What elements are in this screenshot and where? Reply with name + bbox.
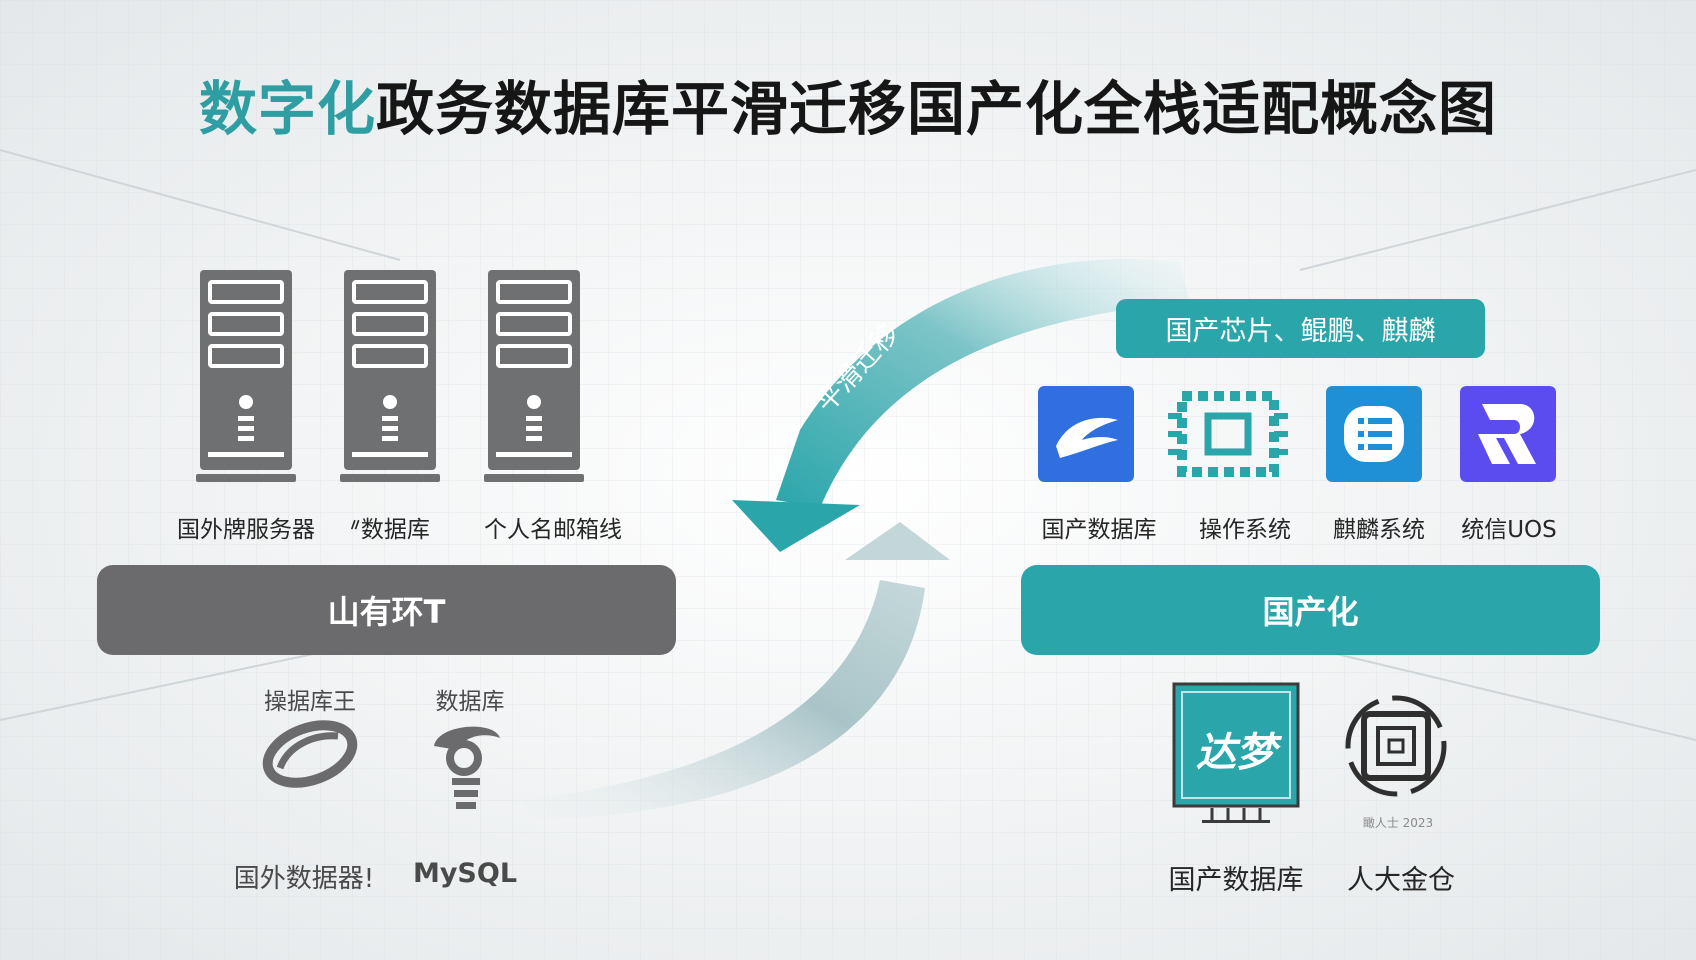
server-label: 个人名邮箱线	[484, 517, 622, 543]
tile-label: 国产数据库	[1041, 517, 1157, 543]
server-icon	[484, 270, 584, 482]
server-label: ᐥ数据库	[350, 517, 430, 543]
server-icon	[340, 270, 440, 482]
oracle-style-logo-icon	[262, 720, 358, 788]
logo-top-label: 数据库	[435, 689, 505, 715]
upper-arrow-body	[776, 258, 1190, 508]
uos-logo-icon	[1460, 386, 1556, 482]
lower-arrow-body	[520, 580, 925, 820]
domestic-bar: 国产化	[1021, 565, 1600, 655]
dameng-logo-icon: 达梦	[1172, 680, 1300, 824]
tile-label: 操作系统	[1199, 517, 1291, 543]
title-rest: 政务数据库平滑迁移国产化全栈适配概念图	[376, 75, 1498, 143]
kingbase-caption: 瞰人士 2023	[1362, 816, 1434, 830]
lower-arrow-head	[845, 522, 950, 560]
list-logo-icon	[1326, 386, 1422, 482]
logo-bottom-label: MySQL	[412, 858, 518, 889]
server-icon	[196, 270, 296, 482]
legacy-bar: 山有环T	[97, 565, 676, 655]
page-title: 数字化政务数据库平滑迁移国产化全栈适配概念图	[0, 62, 1696, 146]
product-label: 国产数据库	[1168, 865, 1304, 896]
dameng-badge-text: 达梦	[1196, 729, 1276, 776]
tile-label: 麒麟系统	[1333, 517, 1425, 543]
chip-icon	[1168, 391, 1288, 477]
kingbase-logo-icon	[1345, 695, 1447, 797]
server-label: 国外牌服务器	[177, 517, 315, 543]
tile-label: 统信UOS	[1461, 517, 1557, 543]
mysql-style-logo-icon	[434, 726, 500, 809]
product-label: 人大金仓	[1347, 865, 1455, 896]
logo-top-label: 操据库王	[264, 689, 356, 715]
bird-logo-icon	[1038, 386, 1134, 482]
upper-arrow-head	[732, 500, 860, 552]
logo-bottom-label: 国外数据器!	[233, 864, 375, 894]
chip-vendors-tag: 国产芯片、鲲鹏、麒麟	[1116, 299, 1485, 358]
title-accent: 数字化	[198, 75, 376, 143]
